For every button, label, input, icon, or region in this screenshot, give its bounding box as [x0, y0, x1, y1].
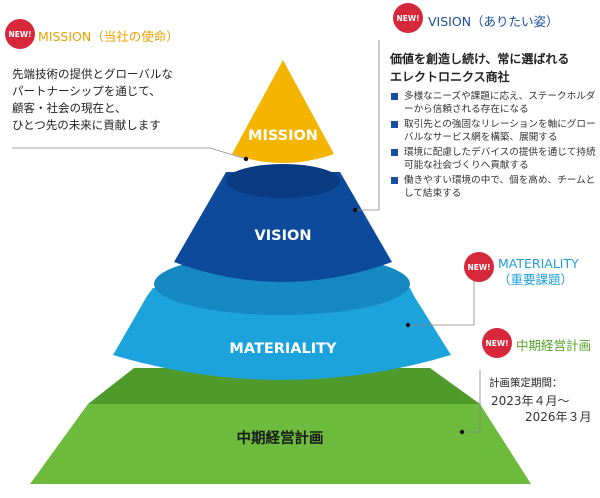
mission-layer — [232, 60, 334, 163]
materiality-heading: MATERIALITY （重要課題） — [498, 256, 598, 288]
svg-text:NEW!: NEW! — [396, 14, 419, 23]
vision-connector — [355, 40, 380, 211]
mission-body: 先端技術の提供とグローバルな パートナーシップを通じて、 顧客・社会の現在と、 … — [12, 66, 212, 134]
vision-bullet-text: 取引先との強固なリレーションを軸にグローバルなサービス網を構築、展開する — [404, 119, 596, 143]
materiality-connector — [408, 278, 475, 326]
bullet-square-icon — [391, 177, 398, 184]
vision-new-badge: NEW! — [393, 3, 423, 33]
plan-dot — [459, 429, 465, 435]
vision-layer-top — [226, 164, 340, 198]
bullet-square-icon — [391, 93, 398, 100]
vision-statement-line: エレクトロニクス商社 — [390, 70, 510, 84]
materiality-layer — [113, 288, 451, 380]
plan-new-badge: NEW! — [482, 328, 512, 358]
vision-layer-label: VISION — [255, 228, 312, 244]
bullet-square-icon — [391, 149, 398, 156]
materiality-heading-line: MATERIALITY — [498, 256, 579, 271]
bullet-square-icon — [391, 121, 398, 128]
vision-bullet: 環境に配慮したデバイスの提供を通じて持続可能な社会づくりへ貢献する — [391, 146, 599, 172]
svg-text:NEW!: NEW! — [485, 339, 508, 348]
mission-body-line: ひとつ先の未来に貢献します — [12, 118, 161, 132]
mission-connector — [12, 147, 247, 160]
materiality-heading-line: （重要課題） — [498, 272, 574, 287]
vision-bullet: 多様なニーズや課題に応え、ステークホルダーから信頼される存在になる — [391, 90, 599, 116]
plan-heading: 中期経営計画 — [516, 338, 592, 353]
vision-bullets: 多様なニーズや課題に応え、ステークホルダーから信頼される存在になる 取引先との強… — [391, 90, 599, 202]
plan-layer-label: 中期経営計画 — [237, 429, 324, 447]
plan-layer-top — [88, 368, 480, 404]
mission-heading: MISSION（当社の使命） — [38, 29, 179, 44]
svg-text:NEW!: NEW! — [8, 30, 31, 39]
materiality-new-badge: NEW! — [464, 252, 494, 282]
vision-statement-line: 価値を創造し続け、常に選ばれる — [390, 52, 570, 66]
vision-dot — [352, 207, 358, 213]
vision-bullet-text: 働きやすい環境の中で、個を高め、チームとして結束する — [404, 175, 596, 199]
materiality-dot — [405, 322, 411, 328]
svg-text:NEW!: NEW! — [467, 263, 490, 272]
plan-period-label: 計画策定期間： — [489, 377, 563, 389]
plan-layer — [30, 404, 531, 484]
vision-bullet: 取引先との強固なリレーションを軸にグローバルなサービス網を構築、展開する — [391, 118, 599, 144]
mission-body-line: 先端技術の提供とグローバルな — [12, 67, 173, 81]
mission-body-line: パートナーシップを通じて、 — [12, 84, 161, 98]
mission-new-badge: NEW! — [5, 19, 35, 49]
vision-bullet: 働きやすい環境の中で、個を高め、チームとして結束する — [391, 174, 599, 200]
materiality-layer-label: MATERIALITY — [229, 341, 337, 357]
plan-period-end: 2026年３月 — [525, 410, 592, 424]
vision-bullet-text: 多様なニーズや課題に応え、ステークホルダーから信頼される存在になる — [404, 91, 596, 115]
vision-heading: VISION（ありたい姿） — [428, 14, 559, 29]
vision-layer — [174, 172, 392, 282]
mission-dot — [243, 156, 249, 162]
mission-layer-label: MISSION — [248, 128, 318, 144]
plan-connector — [462, 370, 481, 433]
vision-statement: 価値を創造し続け、常に選ばれる エレクトロニクス商社 — [390, 50, 600, 86]
plan-period-start: 2023年４月〜 — [491, 394, 570, 408]
vision-bullet-text: 環境に配慮したデバイスの提供を通じて持続可能な社会づくりへ貢献する — [404, 147, 596, 171]
mission-body-line: 顧客・社会の現在と、 — [12, 101, 127, 115]
